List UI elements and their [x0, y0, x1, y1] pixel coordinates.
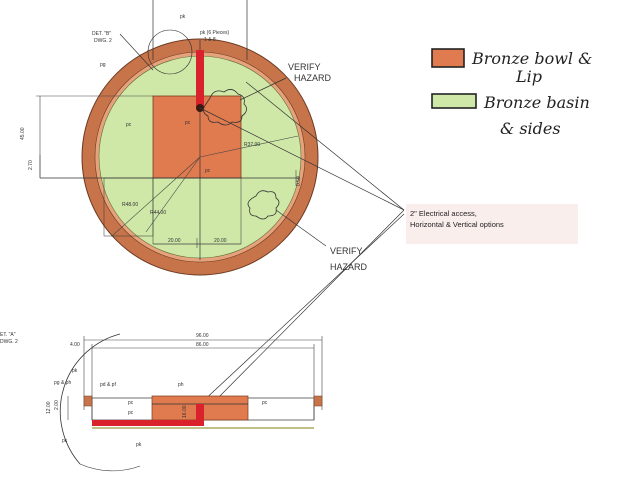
det-b-leader: [119, 33, 154, 71]
radius-line-3: [145, 156, 201, 233]
dim-left-small: 2.70: [28, 160, 34, 170]
pg-ph-label: pg & ph: [54, 380, 71, 386]
verify-hazard-bottom-2: HAZARD: [330, 262, 368, 272]
pc-label-section-1: pc: [128, 400, 134, 406]
det-b-circle: [147, 29, 193, 75]
callout-leader-1: [199, 107, 405, 211]
verify-hazard-top-2: HAZARD: [294, 73, 332, 83]
dim-96: 96.00: [196, 333, 209, 339]
dim-small-c: 16.00: [182, 405, 188, 418]
pc-label-basin: pc: [205, 168, 211, 174]
verify-leader-top: [239, 77, 287, 101]
pk-pieces-label: pk (6 Pieces): [200, 30, 230, 36]
dim-4: 4.00: [70, 342, 80, 348]
detail-b-label: DET. "B": [92, 31, 111, 37]
section-conduit-vertical: [196, 404, 204, 426]
pk-label-section: pk: [72, 368, 78, 374]
legend-swatch-bronze: [431, 48, 465, 68]
callout-leader-4: [199, 213, 405, 405]
dim-small-b: 12.00: [46, 401, 52, 414]
section-lip-left: [83, 395, 93, 407]
pk-label-section-2: pk: [62, 438, 68, 444]
radius-line-2: [111, 156, 201, 237]
verify-leader-bottom: [275, 209, 327, 247]
pc-label-section-3: pc: [128, 410, 134, 416]
detail-a-label: ET. "A": [0, 332, 16, 338]
detail-b-dwg: DWG. 2: [94, 38, 112, 44]
det-a-arc-2: [79, 463, 141, 472]
dim-top-left: 45.00: [20, 127, 26, 140]
dim-20b: 20.00: [214, 238, 227, 244]
ph-label-section: ph: [178, 382, 184, 388]
pk-label-section-3: pk: [136, 442, 142, 448]
legend: Bronze bowl & Lip Bronze basin & sides: [431, 48, 592, 138]
pg-label-top: pg: [100, 62, 106, 68]
dim-rad-2: R48.00: [122, 202, 138, 208]
dim-right-small: 0.50: [296, 176, 302, 186]
hazard-cloud-bottom: [247, 190, 280, 220]
dim-86: 86.00: [196, 342, 209, 348]
dim-rad-3: R44.00: [150, 210, 166, 216]
pc-label-bowl: pc: [185, 120, 191, 126]
dim-rad-1: R37.00: [244, 142, 260, 148]
electrical-conduit-vertical: [196, 50, 204, 108]
pd-pf-label: pd & pf: [100, 382, 116, 388]
dim-small-a: 2.00: [54, 400, 60, 410]
callout-line-1: 2" Electrical access,: [410, 209, 477, 218]
detail-a-dwg: DWG. 2: [0, 339, 18, 345]
dim-20a: 20.00: [168, 238, 181, 244]
legend-basin-line1: Bronze basin: [483, 93, 590, 112]
plan-view: [36, 0, 405, 405]
legend-swatch-basin: [431, 93, 477, 109]
verify-hazard-top-1: VERIFY: [288, 62, 321, 72]
electrical-access-callout: 2" Electrical access, Horizontal & Verti…: [406, 204, 578, 244]
section-lip-right: [313, 395, 323, 407]
legend-basin-line2: & sides: [500, 119, 561, 138]
legend-bronze-line1: Bronze bowl &: [471, 49, 592, 68]
legend-bronze-line2: Lip: [515, 67, 542, 86]
callout-leader-2: [245, 81, 405, 211]
hazard-cloud-top: [203, 89, 247, 126]
pk-pieces-label-2: 1 & 8: [204, 37, 216, 43]
pc-label-section-2: pc: [262, 400, 268, 406]
radius-line-1: [199, 135, 299, 158]
callout-line-2: Horizontal & Vertical options: [410, 220, 504, 229]
pk-label-top: pk: [180, 14, 186, 20]
det-a-arc: [59, 333, 121, 465]
section-conduit-horizontal: [92, 420, 204, 426]
verify-hazard-bottom-1: VERIFY: [330, 246, 363, 256]
pc-label-left: pc: [126, 122, 132, 128]
section-view: [59, 333, 323, 472]
callout-leader-3: [211, 209, 405, 405]
